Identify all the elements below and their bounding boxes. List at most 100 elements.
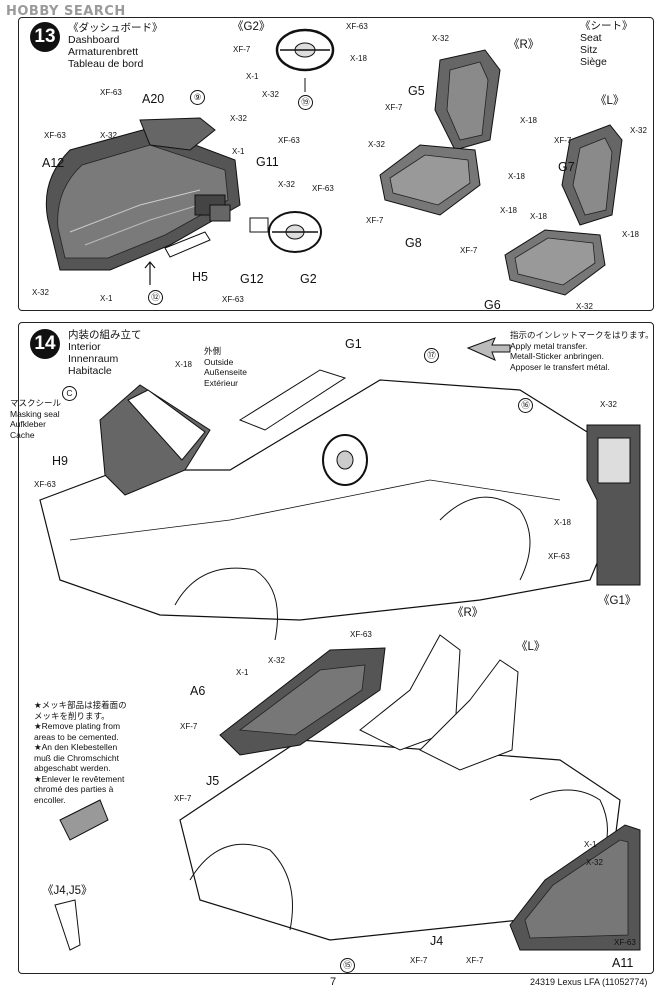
seat-title-en: Seat [580,32,602,44]
screw-x32-h: X-32 [630,126,647,135]
screw-x32-b: X-32 [230,114,247,123]
part-a11: A11 [612,956,634,970]
step-13-title-en: Dashboard [68,34,120,46]
paint-xf7-h: XF-7 [410,956,428,965]
screw-x18-h: X-18 [554,518,571,527]
paint-xf7-a: XF-7 [233,45,251,54]
screw-x32-f: X-32 [432,34,449,43]
product-code: 24319 Lexus LFA (11052774) [530,977,648,987]
screw-x18-d: X-18 [500,206,517,215]
step-13-badge: 13 [30,22,60,52]
part-g1: G1 [345,337,362,351]
screw-x32-g: X-32 [368,140,385,149]
step-13-title: 《ダッシュボード》 Dashboard Armaturenbrett Table… [68,22,163,70]
part-a20: A20 [142,92,165,106]
interior-left-label: 《L》 [516,641,546,653]
screw-x18-f: X-18 [622,230,639,239]
seat-title-de: Sitz [580,44,598,56]
outside-note-de: Außenseite [204,367,247,377]
plating-line-2: メッキを削ります。 [34,710,110,721]
paint-xf7-c: XF-7 [366,216,384,225]
paint-xf7-f: XF-7 [180,722,198,731]
screw-x32-e: X-32 [32,288,49,297]
plating-line-6: muß die Chromschicht [34,752,120,763]
screw-x18-b: X-18 [520,116,537,125]
screw-x32-i: X-32 [576,302,593,311]
g1-group-label: 《G1》 [598,595,637,607]
screw-x32-j: X-32 [600,400,617,409]
paint-xf63-d: XF-63 [278,136,300,145]
ref-19: ⑲ [298,95,313,110]
part-g11: G11 [256,155,279,169]
ref-9: ⑨ [190,90,205,105]
plating-line-7: abgeschabt werden. [34,763,111,773]
step-14-title-ja: 内装の組み立て [68,329,142,341]
step-13-title-fr: Tableau de bord [68,58,144,70]
step-14-title-de: Innenraum [68,353,119,365]
screw-x18-g: X-18 [175,360,192,369]
ref-12: ⑫ [148,290,163,305]
seat-left-label: 《L》 [595,95,625,107]
screw-x1-d: X-1 [236,668,249,677]
screw-x32-d: X-32 [278,180,295,189]
part-a12: A12 [42,156,65,170]
ref-15: ⑮ [340,958,355,973]
paint-xf7-i: XF-7 [466,956,484,965]
metal-note-de: Metall-Sticker anbringen. [510,351,605,361]
part-g7: G7 [558,160,575,174]
plating-line-8: ★Enlever le revêtement [34,773,125,784]
part-g12: G12 [240,272,264,286]
metal-note-ja: 指示のインレットマークをはります。 [510,330,654,340]
seat-title: 《シート》 Seat Sitz Siège [580,20,633,68]
step-14-title-en: Interior [68,341,101,353]
outside-note-en: Outside [204,356,234,367]
part-g5: G5 [408,84,425,98]
paint-xf63-j: XF-63 [614,938,636,947]
paint-xf63-g: XF-63 [34,480,56,489]
paint-xf63-i: XF-63 [350,630,372,639]
screw-x1-a: X-1 [246,72,259,81]
mask-ref-c: C [62,386,77,401]
metal-note-en: Apply metal transfer. [510,340,588,351]
part-g6: G6 [484,298,501,312]
screw-x18-c: X-18 [508,172,525,181]
plating-line-3: ★Remove plating from [34,721,121,731]
screw-x18-a: X-18 [350,54,367,63]
part-a6: A6 [190,684,206,698]
plating-line-9: chromé des parties à [34,784,114,794]
plating-note: ★メッキ部品は接着面の メッキを削ります。 ★Remove plating fr… [34,700,127,805]
step-14-title-fr: Habitacle [68,365,112,377]
watermark-logo: HOBBY SEARCH [6,4,126,19]
mask-note: マスクシール Masking seal Aufkleber Cache [10,398,61,440]
paint-xf7-d: XF-7 [554,136,572,145]
part-g2: G2 [300,272,317,286]
plating-line-5: ★An den Klebestellen [34,742,118,752]
metal-note-fr: Apposer le transfert métal. [510,361,610,372]
screw-x32-k: X-32 [268,656,285,665]
page-number: 7 [330,976,337,988]
paint-xf63-a: XF-63 [346,22,368,31]
outside-note-ja: 外側 [204,346,222,356]
screw-x32-c: X-32 [100,131,117,140]
screw-x18-e: X-18 [530,212,547,221]
step-14-badge: 14 [30,329,60,359]
group-g2-label: 《G2》 [232,21,271,33]
ref-17: ⑰ [424,348,439,363]
screw-x32-l: X-32 [586,858,603,867]
mask-note-de: Aufkleber [10,419,46,429]
step-13-title-ja: 《ダッシュボード》 [68,22,163,34]
ref-16: ⑯ [518,398,533,413]
outside-note: 外側 Outside Außenseite Extérieur [204,346,247,388]
paint-xf7-b: XF-7 [385,103,403,112]
screw-x1-e: X-1 [584,840,597,849]
screw-x32-a: X-32 [262,90,279,99]
part-h9: H9 [52,454,68,468]
paint-xf63-c: XF-63 [44,131,66,140]
part-h5: H5 [192,270,208,284]
paint-xf63-e: XF-63 [312,184,334,193]
screw-x1-b: X-1 [232,147,245,156]
plating-line-4: areas to be cemented. [34,731,119,742]
metal-transfer-note: 指示のインレットマークをはります。 Apply metal transfer. … [510,330,654,372]
